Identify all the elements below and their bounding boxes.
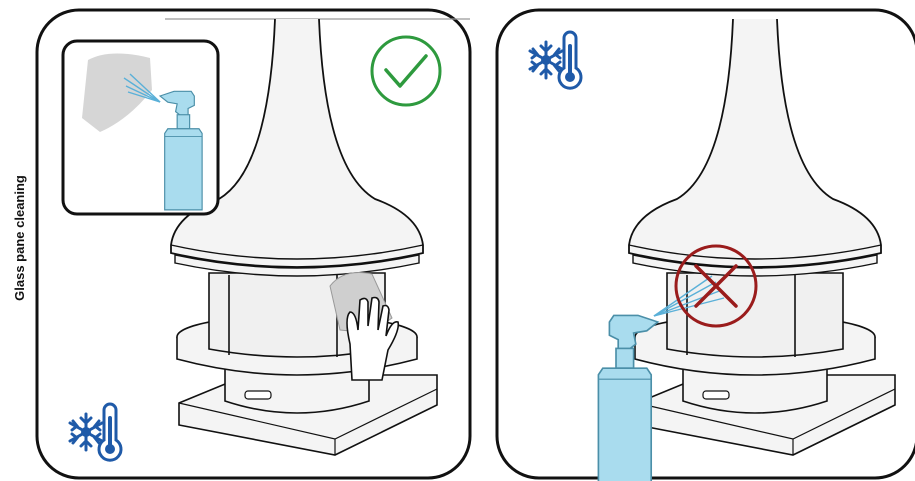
hand-wiping-glass-icon xyxy=(329,272,400,381)
side-label: Glass pane cleaning xyxy=(12,175,27,301)
prohibited-cross-icon xyxy=(674,244,758,328)
panel-correct xyxy=(35,8,472,480)
check-mark-icon xyxy=(370,35,442,107)
spray-on-cloth-icon xyxy=(61,39,220,216)
panel-incorrect xyxy=(495,8,915,481)
spray-on-glass-icon xyxy=(597,275,725,481)
